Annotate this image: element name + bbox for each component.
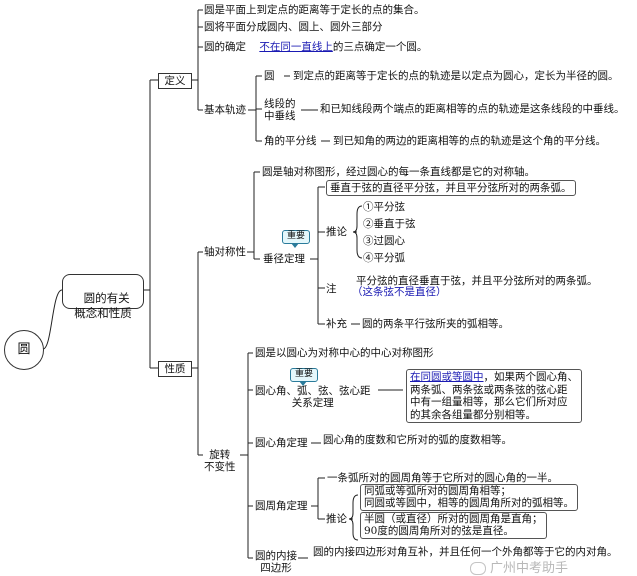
relation-text: ，如果两个圆心角、 两条弧、两条弦或两条弦的弦心距 中有一组量相等，那么它们所对… xyxy=(410,371,578,421)
relation-theorem-label: 圆心角、弧、弦、弦心距 关系定理 xyxy=(255,385,371,409)
locus-bisector-text: 和已知线段两个端点的距离相等的点的轨迹是这条线段的中垂线。 xyxy=(320,103,625,115)
note-label: 注 xyxy=(326,283,337,295)
locus-circle-label: 圆 xyxy=(264,70,275,82)
inference-3: ③过圆心 xyxy=(363,235,405,247)
inference-label: 推论 xyxy=(326,226,347,238)
inference-4: ④平分弧 xyxy=(363,252,405,264)
watermark-text: 广州中考助手 xyxy=(490,561,569,576)
note-text: 平分弦的直径垂直于弦，并且平分弦所对的两条弧。 xyxy=(356,275,598,287)
important-badge-2-label: 重要 xyxy=(294,369,313,379)
relation-theorem-text: 在同圆或等圆中，如果两个圆心角、 两条弧、两条弦或两条弦的弦心距 中有一组量相等… xyxy=(406,369,582,423)
root-label: 圆 xyxy=(17,342,31,357)
locus-bisector-label: 线段的 中垂线 xyxy=(264,98,296,122)
determine-link[interactable]: 不在同一直线上 xyxy=(259,41,333,53)
properties-node: 性质 xyxy=(158,361,192,377)
important-badge-1-label: 重要 xyxy=(286,231,305,241)
definition-label: 定义 xyxy=(164,75,186,87)
locus-angle-text: 到已知角的两边的距离相等的点的轨迹是这个角的平分线。 xyxy=(333,135,606,147)
supplement-text: 圆的两条平行弦所夹的弧相等。 xyxy=(362,318,509,330)
locus-circle-text: 到定点的距离等于定长的点的轨迹是以定点为圆心，定长为半径的圆。 xyxy=(293,70,619,82)
important-badge-1: 重要 xyxy=(282,230,310,248)
main-topic-node: 圆的有关 概念和性质 xyxy=(62,274,144,320)
rotation-statement: 圆是以圆心为对称中心的中心对称图形 xyxy=(255,347,434,359)
locus-angle-label: 角的平分线 xyxy=(264,135,317,147)
definition-item-1: 圆是平面上到定点的距离等于定长的点的集合。 xyxy=(204,4,425,16)
cyclic-quad-text: 圆的内接四边形对角互补，并且任何一个外角都等于它的内对角。 xyxy=(313,546,618,558)
root-node: 圆 xyxy=(4,330,44,370)
axial-label: 轴对称性 xyxy=(204,246,246,258)
central-angle-text: 圆心角的度数和它所对的弧的度数相等。 xyxy=(323,434,512,446)
rotation-label: 旋转 不变性 xyxy=(204,449,236,473)
axial-statement: 圆是轴对称图形，经过圆心的每一条直线都是它的对称轴。 xyxy=(262,166,535,178)
inscribed-inference-label: 推论 xyxy=(326,513,347,525)
inference-1: ①平分弦 xyxy=(363,201,405,213)
properties-label: 性质 xyxy=(164,363,186,375)
determine-rest: 的三点确定一个圆。 xyxy=(332,41,428,53)
perpendicular-theorem-label: 垂径定理 xyxy=(263,253,305,265)
inference-2: ②垂直于弦 xyxy=(363,218,416,230)
supplement-label: 补充 xyxy=(326,318,347,330)
inscribed-angle-text: 一条弧所对的圆周角等于它所对的圆心角的一半。 xyxy=(327,472,558,484)
definition-item-2: 圆将平面分成圆内、圆上、圆外三部分 xyxy=(204,21,383,33)
relation-link[interactable]: 在同圆或等圆中 xyxy=(410,371,484,383)
perpendicular-theorem-text: 垂直于弦的直径平分弦，并且平分弦所对的两条弧。 xyxy=(326,180,576,196)
central-angle-label: 圆心角定理 xyxy=(255,437,308,449)
note-paren: （这条弦不是直径） xyxy=(352,286,447,298)
loci-label: 基本轨迹 xyxy=(204,104,246,116)
wechat-icon xyxy=(470,562,486,575)
inscribed-inference-2: 半圆（或直径）所对的圆周角是直角； 90度的圆周角所对的弦是直径。 xyxy=(360,512,547,539)
main-topic-label: 圆的有关 概念和性质 xyxy=(74,291,132,320)
cyclic-quad-label: 圆的内接 四边形 xyxy=(255,550,297,574)
determine-label: 圆的确定 xyxy=(204,41,246,53)
important-badge-2: 重要 xyxy=(290,368,318,386)
definition-node: 定义 xyxy=(158,73,192,89)
watermark: 广州中考助手 xyxy=(470,557,568,576)
determine-row: 圆的确定 不在同一直线上的三点确定一个圆。 xyxy=(204,41,427,53)
inscribed-inference-1: 同弧或等弧所对的圆周角相等； 同圆或等圆中，相等的圆周角所对的弧相等。 xyxy=(360,484,578,511)
inscribed-angle-label: 圆周角定理 xyxy=(255,500,308,512)
